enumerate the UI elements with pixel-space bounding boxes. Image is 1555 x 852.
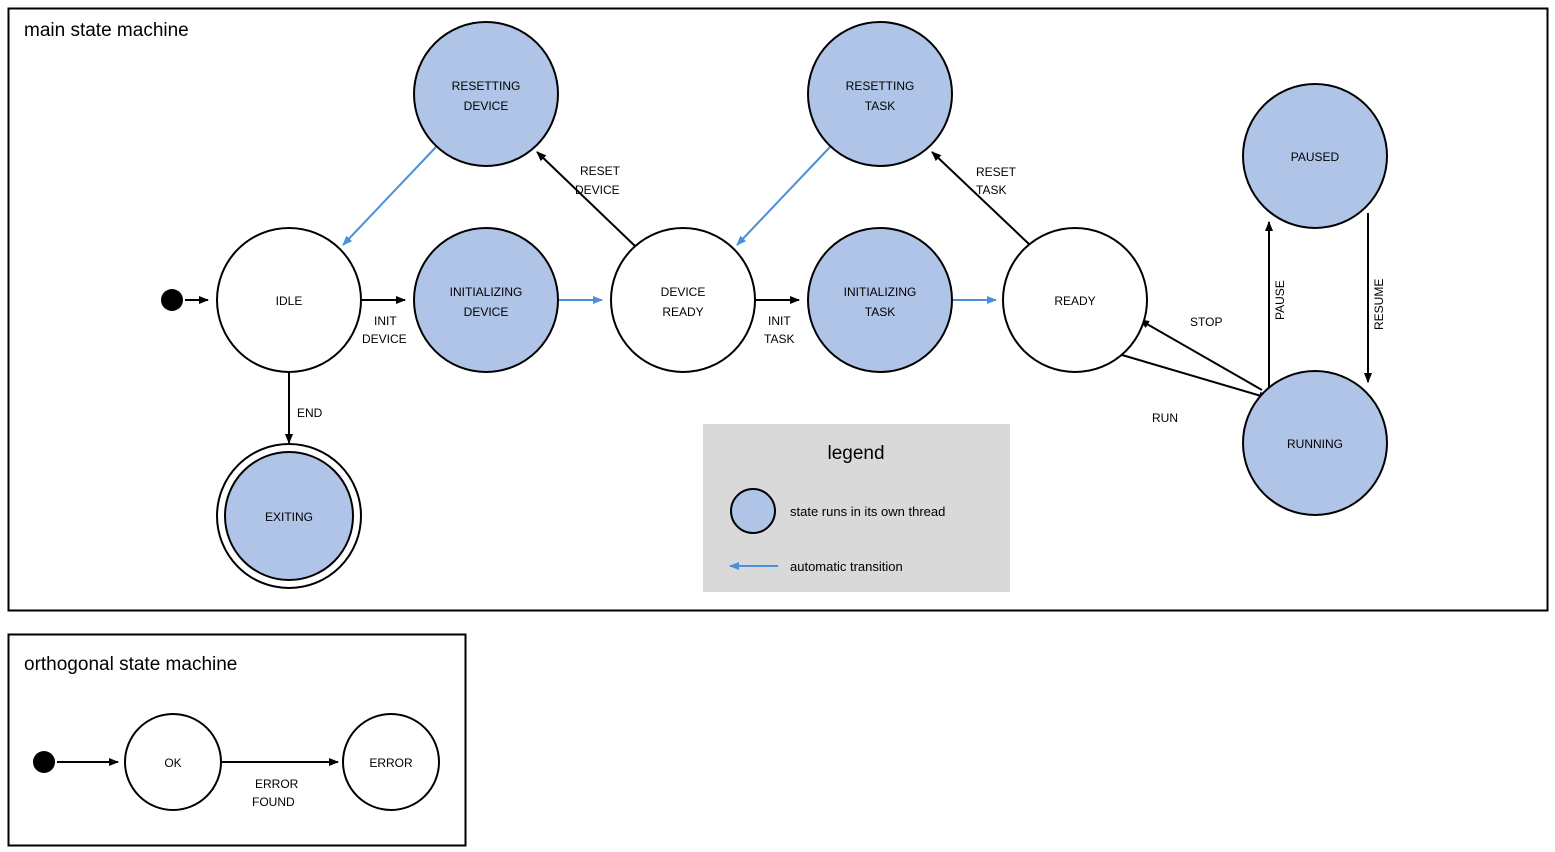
- state-node-ready[interactable]: READY: [1002, 227, 1148, 373]
- transition-ready-reset-task: RESET TASK: [931, 151, 1031, 246]
- edge-label-error-found-line2: FOUND: [252, 795, 295, 809]
- state-circle: [610, 227, 756, 373]
- state-circle: [124, 713, 222, 811]
- state-circle: [1002, 227, 1148, 373]
- transition-device-ready-reset-device: RESET DEVICE: [536, 151, 636, 247]
- main-states-layer: IDLE RESETTING DEVICE INITIALIZING DEVIC…: [161, 21, 1388, 589]
- transition-resetting-device-auto: [342, 146, 437, 246]
- state-circle: [413, 21, 559, 167]
- edge-label-reset-task-line2: TASK: [976, 183, 1006, 197]
- transition-paused-resume: RESUME: [1364, 213, 1386, 383]
- edge-line: [1121, 354, 1269, 400]
- state-node-running[interactable]: RUNNING: [1242, 370, 1388, 516]
- edge-label-run: RUN: [1152, 411, 1178, 425]
- legend-label-threaded-state: state runs in its own thread: [790, 504, 945, 519]
- state-label-initializing-task-line1: INITIALIZING: [844, 285, 917, 299]
- edge-label-init-task-line2: TASK: [764, 332, 794, 346]
- main-transitions-layer: INIT DEVICE END RESET DEVICE INIT TASK: [185, 146, 1386, 444]
- state-label-ready: READY: [1054, 294, 1095, 308]
- transition-device-ready-init-task: INIT TASK: [755, 296, 800, 346]
- state-label-resetting-device-line1: RESETTING: [452, 79, 521, 93]
- orthogonal-initial-state-dot: [33, 751, 55, 773]
- legend-item-threaded-state: state runs in its own thread: [730, 488, 945, 534]
- transition-ortho-ok-error: ERROR FOUND: [221, 758, 339, 809]
- edge-line: [931, 151, 1031, 246]
- orthogonal-state-machine-panel: orthogonal state machine ERROR FOUND OK …: [7, 633, 467, 847]
- state-label-error: ERROR: [369, 756, 413, 770]
- state-circle: [807, 227, 953, 373]
- edge-label-stop: STOP: [1190, 315, 1222, 329]
- legend-title: legend: [827, 443, 884, 464]
- edge-label-init-device-line2: DEVICE: [362, 332, 407, 346]
- state-label-ok: OK: [164, 756, 181, 770]
- state-node-device-ready[interactable]: DEVICE READY: [610, 227, 756, 373]
- orthogonal-panel-title: orthogonal state machine: [24, 654, 237, 675]
- initial-state-dot: [161, 289, 183, 311]
- state-circle: [1242, 83, 1388, 229]
- legend: legend state runs in its own thread auto…: [703, 424, 1010, 592]
- state-label-paused: PAUSED: [1291, 150, 1340, 164]
- main-panel-title: main state machine: [24, 20, 189, 41]
- state-label-initializing-device-line1: INITIALIZING: [450, 285, 523, 299]
- edge-label-reset-device-line1: RESET: [580, 164, 621, 178]
- transition-running-stop: STOP: [1139, 315, 1263, 391]
- threaded-state-swatch-icon: [730, 488, 776, 534]
- state-node-ok[interactable]: OK: [124, 713, 222, 811]
- edge-line-automatic: [736, 146, 831, 246]
- legend-item-automatic-transition: automatic transition: [729, 559, 903, 574]
- state-node-initializing-device[interactable]: INITIALIZING DEVICE: [413, 227, 559, 373]
- edge-label-error-found-line1: ERROR: [255, 777, 299, 791]
- edge-label-init-task-line1: INIT: [768, 314, 791, 328]
- state-circle: [413, 227, 559, 373]
- state-label-initializing-device-line2: DEVICE: [464, 305, 509, 319]
- state-label-idle: IDLE: [276, 294, 303, 308]
- state-label-resetting-device-line2: DEVICE: [464, 99, 509, 113]
- edge-label-pause: PAUSE: [1273, 280, 1287, 320]
- state-node-error[interactable]: ERROR: [342, 713, 440, 811]
- state-node-paused[interactable]: PAUSED: [1242, 83, 1388, 229]
- state-circle: [1242, 370, 1388, 516]
- state-label-running: RUNNING: [1287, 437, 1343, 451]
- edge-label-reset-device-line2: DEVICE: [575, 183, 620, 197]
- edge-label-end: END: [297, 406, 323, 420]
- transition-idle-init-device: INIT DEVICE: [361, 296, 407, 346]
- state-node-resetting-task[interactable]: RESETTING TASK: [807, 21, 953, 167]
- state-label-device-ready-line2: READY: [662, 305, 703, 319]
- state-label-device-ready-line1: DEVICE: [661, 285, 706, 299]
- state-label-initializing-task-line2: TASK: [865, 305, 895, 319]
- edge-label-init-device-line1: INIT: [374, 314, 397, 328]
- state-node-initializing-task[interactable]: INITIALIZING TASK: [807, 227, 953, 373]
- state-final-inner-circle: [224, 451, 354, 581]
- transition-running-pause: PAUSE: [1265, 221, 1287, 394]
- state-label-exiting: EXITING: [265, 510, 313, 524]
- state-label-resetting-task-line2: TASK: [865, 99, 895, 113]
- orthogonal-transitions-layer: ERROR FOUND: [57, 758, 339, 809]
- state-circle: [342, 713, 440, 811]
- state-node-exiting[interactable]: EXITING: [216, 443, 362, 589]
- orthogonal-states-layer: OK ERROR: [33, 713, 440, 811]
- transition-idle-end: END: [285, 372, 323, 444]
- edge-label-reset-task-line1: RESET: [976, 165, 1017, 179]
- state-node-idle[interactable]: IDLE: [216, 227, 362, 373]
- transition-ready-run: RUN: [1121, 354, 1269, 425]
- edge-line: [1139, 319, 1263, 391]
- edge-label-resume: RESUME: [1372, 279, 1386, 330]
- state-node-resetting-device[interactable]: RESETTING DEVICE: [413, 21, 559, 167]
- legend-label-automatic-transition: automatic transition: [790, 559, 903, 574]
- state-circle: [807, 21, 953, 167]
- edge-line-automatic: [342, 146, 437, 246]
- edge-line: [536, 151, 636, 247]
- state-circle: [216, 227, 362, 373]
- state-label-resetting-task-line1: RESETTING: [846, 79, 915, 93]
- transition-resetting-task-auto: [736, 146, 831, 246]
